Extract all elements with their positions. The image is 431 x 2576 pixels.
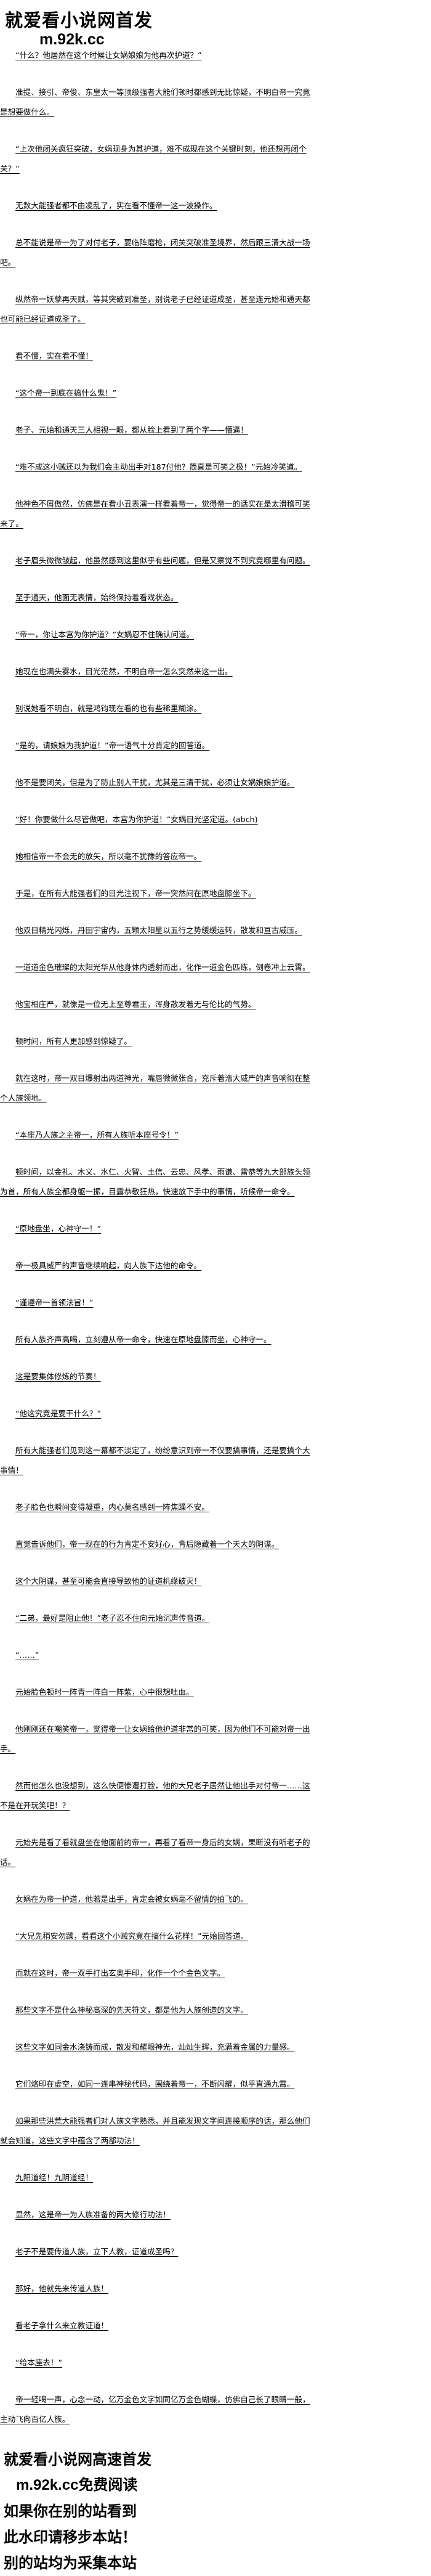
paragraph: 如果那些洪荒大能强者们对人族文字熟悉，并且能发现文字间连接顺序的话，那么他们就会… <box>0 2116 310 2145</box>
chapter-body: “什么？他居然在这个时候让女娲娘娘为他再次护道？” 准提、接引、帝俊、东皇太一等顶… <box>0 46 313 2429</box>
paragraph: 纵然帝一妖孽再天赋，等其突破到准圣，别说老子已经证道成圣，甚至连元始和通天都也可… <box>0 295 310 324</box>
paragraph: 老子不是要传道人族，立下人教，证道成圣吗？ <box>15 2247 179 2256</box>
paragraph: 元始先是看了看就盘坐在他面前的帝一，再看了看帝一身后的女娲，果断没有听老子的话。 <box>0 1838 310 1867</box>
paragraph: 她相信帝一不会无的放矢，所以毫不犹豫的答应帝一。 <box>15 852 202 861</box>
paragraph: 无数大能强者都不由凌乱了，实在看不懂帝一这一波操作。 <box>15 201 217 210</box>
paragraph: 所有大能强者们见到这一幕都不淡定了，纷纷意识到帝一不仅要搞事情，还是要搞个大事情… <box>0 1446 310 1475</box>
paragraph: “什么？他居然在这个时候让女娲娘娘为他再次护道？” <box>15 51 202 60</box>
paragraph: 女娲在为帝一护道，他若是出手，肯定会被女娲毫不留情的拍飞的。 <box>15 1894 248 1904</box>
watermark-site-name: 就爱看小说网首发 <box>5 10 153 31</box>
paragraph: “二弟，最好是阻止他！”老子忍不住向元始沉声传音道。 <box>15 1613 210 1623</box>
paragraph: 这是要集体修炼的节奏！ <box>15 1372 101 1381</box>
paragraph: “是的，请娘娘为我护道！”帝一语气十分肯定的回答道。 <box>15 741 210 750</box>
paragraph: “这个帝一到底在搞什么鬼！” <box>15 388 117 397</box>
paragraph: 顿时间，以金礼、木义、水仁、火智、土信、云忠、风孝、雨谦、雷恭等九大部族头领为首… <box>0 1167 310 1196</box>
paragraph: “谨遵帝一首领法旨！” <box>15 1298 94 1307</box>
paragraph: 然而他怎么也没想到，这么快便惨遭打脸，他的大兄老子居然让他出手对付帝一……这不是… <box>0 1781 310 1810</box>
paragraph: 看不懂，实在看不懂！ <box>15 351 93 361</box>
paragraph: 那些文字不是什么神秘高深的先天符文，都是他为人族创造的文字。 <box>15 2005 248 2015</box>
paragraph: 而就在这时，帝一双手打出玄奥手印，化作一个个金色文字。 <box>15 1968 225 1978</box>
paragraph: 帝一轻喝一声，心念一动，亿万金色文字如同亿万金色蝴蝶，仿佛自己长了眼睛一般，主动… <box>0 2395 310 2424</box>
paragraph: 他刚刚还在嘲笑帝一，觉得帝一让女娲给他护道非常的可笑，因为他们不可能对帝一出手。 <box>0 1724 310 1753</box>
paragraph: 看老子拿什么来立教证道！ <box>15 2321 109 2330</box>
paragraph: 老子脸色也瞬间变得凝重，内心莫名感到一阵焦躁不安。 <box>15 1502 209 1512</box>
paragraph: 帝一极具威严的声音继续响起，向人族下达他的命令。 <box>15 1261 202 1270</box>
paragraph: 别说她看不明白，就是鸿钧现在看的也有些稀里糊涂。 <box>15 704 202 713</box>
paragraph: “好！你要做什么尽管做吧，本宫为你护道！”女娲目光坚定道。(abch) <box>15 815 258 824</box>
paragraph: 准提、接引、帝俊、东皇太一等顶级强者大能们顿时都感到无比惊疑，不明白帝一究竟是想… <box>0 88 310 116</box>
paragraph: “原地盘坐，心神守一！” <box>15 1224 101 1233</box>
watermark-footer-line: 如果你在别的站看到 <box>4 2502 137 2520</box>
paragraph: 老子眉头微微皱起，他虽然感到这里似乎有些问题，但是又察觉不到究竟哪里有问题。 <box>15 556 310 565</box>
paragraph: 所有人族齐声高喝，立刻遵从帝一命令，快速在原地盘膝而坐，心神守一。 <box>15 1335 272 1344</box>
paragraph: 总不能说是帝一为了对付老子，要临阵磨枪，闭关突破准圣境界，然后跟三清大战一场吧。 <box>0 238 310 267</box>
paragraph: “帝一，你让本宫为你护道？”女娲忍不住确认问道。 <box>15 630 195 639</box>
paragraph: 他神色不屑傲然，仿佛是在看小丑表演一样看着帝一，觉得帝一的话实在是太滑稽可笑来了… <box>0 499 310 528</box>
paragraph: “本座乃人族之主帝一，所有人族听本座号令！” <box>15 1130 179 1139</box>
paragraph: 他双目精光闪烁，丹田宇宙内，五颗太阳星以五行之势缓缓运转，散发和亘古威压。 <box>15 926 302 935</box>
paragraph: “难不成这小贼还以为我们会主动出手对187付他？简直是可笑之极！”元始冷笑道。 <box>15 462 302 471</box>
paragraph: “……” <box>15 1650 39 1660</box>
watermark-footer-line: m.92k.cc免费阅读 <box>16 2477 138 2493</box>
paragraph: 于是，在所有大能强者们的目光注视下，帝一突然间在原地盘膝坐下。 <box>15 889 256 898</box>
watermark-footer: 就爱看小说网高速首发 m.92k.cc免费阅读 如果你在别的站看到 此水印请移步… <box>0 2447 431 2576</box>
paragraph: 九阳道经！九阴道经！ <box>15 2173 93 2182</box>
paragraph: “他这究竟是要干什么？” <box>15 1409 101 1418</box>
paragraph: 他不是要闭关，但是为了防止别人干扰，尤其是三清干扰，必须让女娲娘娘护道。 <box>15 778 295 787</box>
paragraph: “大兄先稍安勿躁，看看这个小贼究竟在搞什么花样！”元始回答道。 <box>15 1931 249 1941</box>
paragraph: 显然，这是帝一为人族准备的两大修行功法！ <box>15 2210 171 2219</box>
paragraph: 这个大阴谋，甚至可能会直接导致他的证道机缘破灭！ <box>15 1576 202 1586</box>
watermark-header: 就爱看小说网首发 m.92k.cc <box>0 0 431 48</box>
watermark-footer-line: 别的站均为采集本站 <box>4 2554 137 2572</box>
paragraph: 至于通天，他面无表情，始终保持着看戏状态。 <box>15 593 179 602</box>
paragraph: 老子、元始和通天三人相视一眼，都从脸上看到了两个字——懵逼！ <box>15 425 248 434</box>
paragraph: 一道道金色璀璨的太阳光华从他身体内透射而出，化作一道金色匹练，倒卷冲上云霄。 <box>15 963 310 972</box>
paragraph: 她现在也满头雾水，目光茫然，不明白帝一怎么突然来这一出。 <box>15 667 233 676</box>
paragraph: 就在这时，帝一双目爆射出两道神光，嘴唇微微张合，充斥着浩大威严的声音响彻在整个人… <box>0 1074 310 1103</box>
paragraph: 它们烙印在虚空，如同一连串神秘代码，围绕着帝一，不断闪耀，似乎直通九霄。 <box>15 2079 295 2089</box>
paragraph: 这些文字如同金水浇铸而成，散发和耀眼神光，灿灿生辉，充满着金属的力量感。 <box>15 2042 295 2052</box>
paragraph: 他宝相庄严，就像是一位无上至尊君王，浑身散发着无与伦比的气势。 <box>15 1000 256 1009</box>
watermark-site-url: m.92k.cc <box>39 31 105 48</box>
paragraph: 直觉告诉他们，帝一现在的行为肯定不安好心，背后隐藏着一个天大的阴谋。 <box>15 1539 280 1549</box>
watermark-footer-line: 就爱看小说网高速首发 <box>4 2450 151 2468</box>
paragraph: 那好，他就先来传道人族！ <box>15 2284 109 2293</box>
watermark-footer-line: 此水印请移步本站！ <box>4 2528 137 2546</box>
paragraph: “给本座去！” <box>15 2358 63 2367</box>
paragraph: 元始脸色顿时一阵青一阵白一阵紫，心中很想吐血。 <box>15 1687 194 1697</box>
paragraph: “上次他闭关疯狂突破，女娲现身为其护道，难不成现在这个关键时刻，他还想再闭个关？… <box>0 144 307 173</box>
paragraph: 顿时间，所有人更加感到惊疑了。 <box>15 1037 132 1046</box>
